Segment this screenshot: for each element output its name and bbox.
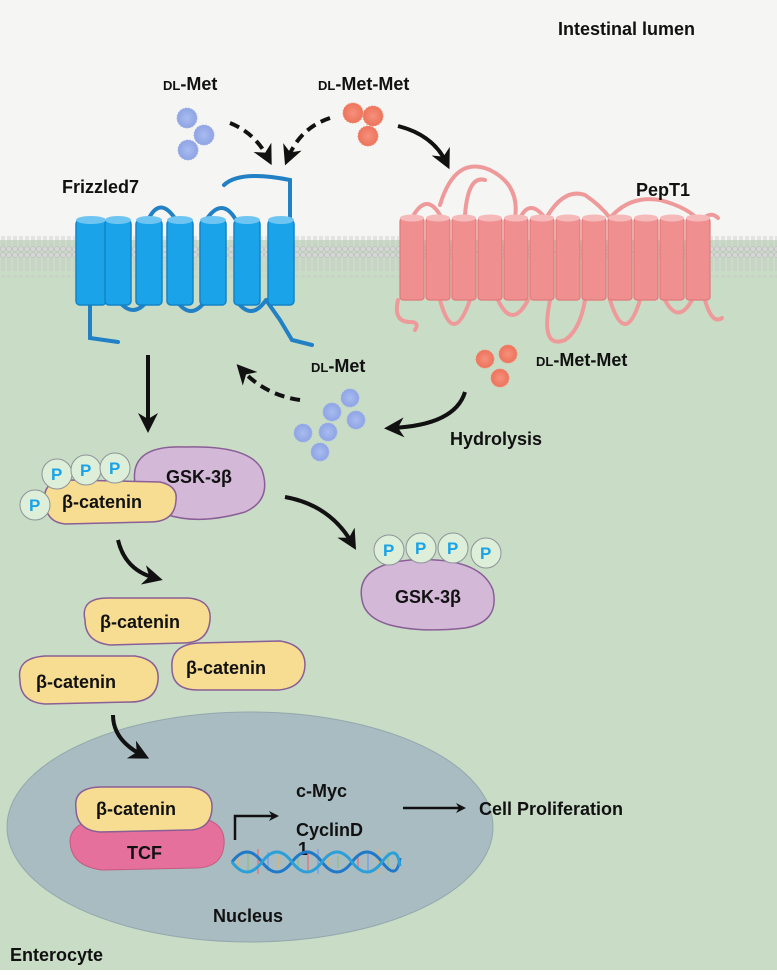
bcatenin-free-3-shape — [171, 640, 306, 691]
destruction-complex: GSK-3β β-catenin P P P P — [19, 446, 266, 525]
met-to-frizzled-arrow — [229, 121, 272, 166]
metmet-inside-name: -Met-Met — [553, 350, 627, 370]
gsk3b-label: GSK-3β — [166, 467, 232, 487]
bcatenin-free-3-label: β-catenin — [186, 658, 266, 678]
hydrolysis-arrow — [384, 391, 467, 438]
phospho-label: P — [51, 465, 62, 484]
met-inside-prefix: DL — [311, 360, 328, 375]
transcription-arrow — [233, 811, 279, 840]
phospho-group-complex: P P P P — [19, 452, 131, 521]
metmet-to-pept1-arrow — [397, 124, 450, 170]
metmet-to-frizzled-arrow — [283, 116, 331, 166]
bcatenin-release-arrow — [116, 539, 163, 585]
pept1-transporter — [394, 164, 724, 344]
phospho-label: P — [29, 496, 40, 515]
metmet-inside-prefix: DL — [536, 354, 553, 369]
bcatenin-nuclear-label: β-catenin — [96, 799, 176, 819]
met-to-frizzled-inside-arrow — [236, 364, 301, 402]
pept1-loops — [394, 164, 724, 344]
phospho-label: P — [109, 459, 120, 478]
metmet-top-label: DL-Met-Met — [318, 74, 409, 94]
gsk3b-phos-label: GSK-3β — [395, 587, 461, 607]
phospho-label: P — [415, 539, 426, 558]
metmet-top-prefix: DL — [318, 78, 335, 93]
bcatenin-complex-label: β-catenin — [62, 492, 142, 512]
metmet-top-name: -Met-Met — [335, 74, 409, 94]
bcatenin-nuclear-shape — [74, 786, 213, 833]
cyclind-sub-label: 1 — [298, 839, 308, 859]
bcatenin-free-2-label: β-catenin — [36, 672, 116, 692]
gsk3b-phosphorylated: GSK-3β P P P P — [360, 532, 502, 631]
met-top-name: -Met — [180, 74, 217, 94]
pept1-label: PepT1 — [636, 180, 690, 200]
cell-proliferation-label: Cell Proliferation — [479, 799, 623, 819]
frizzled7-loops — [88, 174, 314, 347]
metmet-inside-molecules — [475, 344, 518, 388]
gsk-release-arrow — [284, 495, 357, 550]
met-top-molecules — [176, 107, 215, 161]
phospho-label: P — [80, 461, 91, 480]
phospho-label: P — [447, 539, 458, 558]
metmet-inside-label: DL-Met-Met — [536, 350, 627, 370]
phospho-label: P — [383, 541, 394, 560]
met-inside-name: -Met — [328, 356, 365, 376]
bcatenin-nuclear-entry-arrow — [111, 714, 150, 759]
lumen-label: Intestinal lumen — [558, 19, 695, 39]
cyclind-label: CyclinD — [296, 820, 363, 840]
hydrolysis-label: Hydrolysis — [450, 429, 542, 449]
dna-helix-icon — [230, 849, 402, 874]
nucleus — [6, 711, 494, 943]
met-top-prefix: DL — [163, 78, 180, 93]
nucleus-label: Nucleus — [213, 906, 283, 926]
bcatenin-free-1-shape — [83, 597, 211, 646]
enterocyte-label: Enterocyte — [10, 945, 103, 965]
metmet-top-molecules — [342, 102, 384, 147]
phospho-label: P — [480, 544, 491, 563]
cmyc-label: c-Myc — [296, 781, 347, 801]
tcf-label: TCF — [127, 843, 162, 863]
frizzled7-label: Frizzled7 — [62, 177, 139, 197]
bcatenin-free-1-label: β-catenin — [100, 612, 180, 632]
bcatenin-free-2-shape — [18, 655, 159, 705]
met-inside-molecules — [293, 388, 366, 462]
frizzled7-receptor — [75, 174, 314, 347]
met-inside-label: DL-Met — [311, 356, 365, 376]
met-top-label: DL-Met — [163, 74, 217, 94]
